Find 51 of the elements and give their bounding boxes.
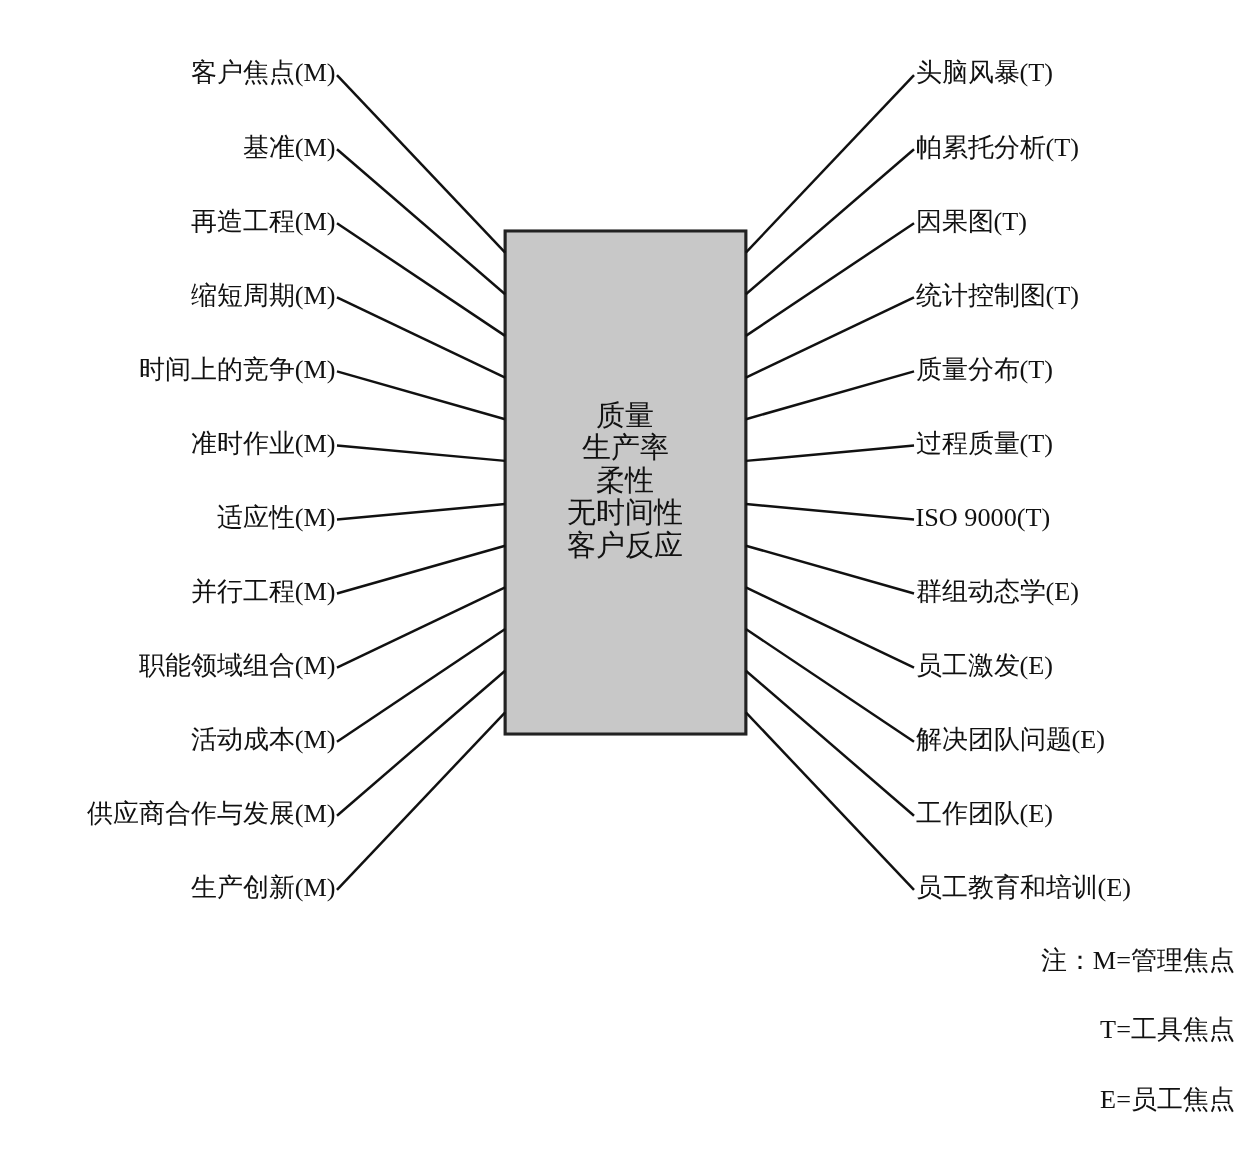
connector (336, 669, 506, 817)
connector (744, 73, 915, 253)
connector (745, 544, 915, 595)
connector (336, 443, 506, 462)
label: T=工具焦点 (1100, 1014, 1235, 1044)
node-text: 职能领域组合(M) (138, 650, 336, 680)
node-text: 再造工程(M) (190, 206, 336, 236)
connector (745, 221, 915, 337)
connector (745, 585, 915, 669)
node-text: 质量分布(T) (915, 354, 1054, 384)
connector (336, 544, 506, 595)
node-text: 供应商合作与发展(M) (86, 798, 336, 828)
connector (336, 585, 506, 669)
connector (336, 295, 506, 379)
node-text: 缩短周期(M) (190, 280, 336, 310)
node-text: 头脑风暴(T) (915, 57, 1054, 87)
node-text: 时间上的竞争(M) (138, 354, 336, 384)
connector (744, 711, 915, 891)
node-text: 工作团队(E) (915, 798, 1054, 828)
node-text: 员工教育和培训(E) (915, 872, 1132, 902)
label: 注：M=管理焦点 (1040, 945, 1235, 975)
node-text: 并行工程(M) (190, 576, 336, 606)
node-text: 活动成本(M) (190, 724, 336, 754)
connector (745, 627, 915, 743)
node-text: 统计控制图(T) (915, 280, 1080, 310)
connector (745, 369, 915, 420)
node-text: 基准(M) (242, 132, 336, 162)
node-text: 因果图(T) (915, 206, 1028, 236)
node-text: 过程质量(T) (915, 428, 1054, 458)
connector (336, 147, 506, 295)
connector (745, 147, 915, 295)
node-text: 准时作业(M) (190, 428, 336, 458)
connector (336, 221, 506, 337)
connector (336, 73, 507, 253)
node-text: 群组动态学(E) (915, 576, 1080, 606)
node-text: 员工激发(E) (915, 650, 1054, 680)
node-text: 解决团队问题(E) (915, 724, 1106, 754)
connector (336, 369, 506, 420)
connector (745, 443, 915, 462)
connector (336, 627, 506, 743)
label: E=员工焦点 (1100, 1084, 1235, 1113)
node-text: ISO 9000(T) (915, 502, 1051, 532)
node-text: 帕累托分析(T) (915, 132, 1080, 162)
connector (745, 669, 915, 817)
connector (336, 711, 507, 891)
node-text: 生产创新(M) (190, 872, 336, 902)
node-text: 客户焦点(M) (190, 57, 336, 87)
connector (336, 502, 506, 521)
node-text: 适应性(M) (216, 502, 336, 532)
connector (745, 295, 915, 379)
connector (745, 502, 915, 521)
